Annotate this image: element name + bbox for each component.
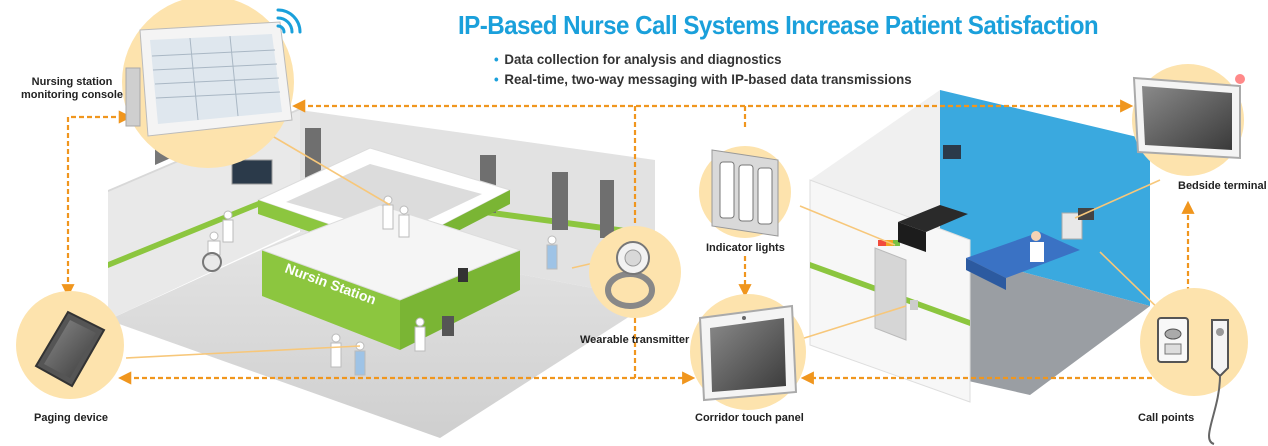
- paging-device-node: [16, 291, 124, 399]
- patient-room-illustration: [809, 90, 1150, 403]
- nursing-console-node: [122, 0, 302, 168]
- call-points-node: [1140, 288, 1248, 445]
- indicator-lights-label: Indicator lights: [706, 242, 785, 254]
- pointer-lines: [125, 129, 1169, 359]
- corridor-panel-node: [690, 294, 806, 410]
- wrist-transmitter-icon: [605, 241, 655, 309]
- arrow-console-to-paging: [61, 110, 132, 298]
- page-title: IP-Based Nurse Call Systems Increase Pat…: [458, 10, 1099, 40]
- indicator-panel-icon: [711, 149, 779, 237]
- call-points-label: Call points: [1138, 412, 1195, 424]
- wearable-transmitter-label: Wearable transmitter: [580, 334, 690, 346]
- corridor-touch-panel-label: Corridor touch panel: [695, 412, 804, 424]
- bedside-terminal-label: Bedside terminal: [1178, 180, 1267, 192]
- connector-arrows: [61, 99, 1195, 385]
- monitoring-console-icon: [125, 21, 293, 137]
- bedside-terminal-node: [1132, 64, 1245, 176]
- call-button-icon: [1157, 317, 1229, 445]
- nursing-floor-illustration: Nursin Station: [108, 108, 655, 438]
- tablet-icon: [34, 310, 106, 388]
- paging-device-label: Paging device: [34, 412, 108, 424]
- wifi-icon: [276, 8, 302, 34]
- bedside-terminal-icon: [1132, 74, 1245, 160]
- touch-panel-icon: [698, 304, 798, 402]
- wearable-node: [589, 226, 681, 318]
- indicator-lights-node: [699, 146, 791, 238]
- feature-bullet: Data collection for analysis and diagnos…: [494, 49, 912, 69]
- feature-list: Data collection for analysis and diagnos…: [494, 49, 912, 89]
- feature-bullet: Real-time, two-way messaging with IP-bas…: [494, 69, 911, 89]
- nursing-station-label: Nursing station monitoring console: [20, 76, 124, 101]
